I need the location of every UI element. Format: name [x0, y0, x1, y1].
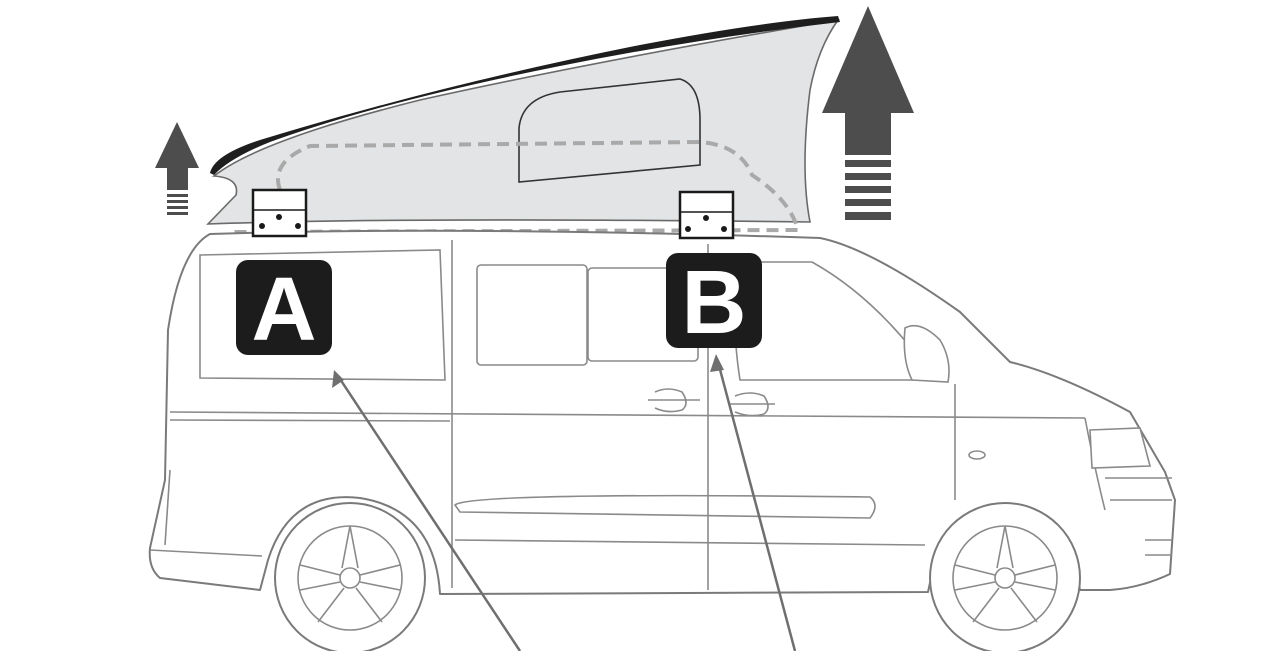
roof-latch-icon-b [680, 192, 733, 238]
label-b-text: B [682, 253, 747, 353]
front-wheel [930, 503, 1080, 651]
rear-wheel [275, 503, 425, 651]
roof-latch-icon-a [253, 190, 306, 236]
label-badge-b: B [666, 253, 762, 353]
up-arrow-icon-small [155, 122, 199, 215]
up-arrow-icon-large [822, 6, 914, 220]
label-badge-a: A [236, 260, 332, 360]
label-a-text: A [252, 260, 317, 360]
